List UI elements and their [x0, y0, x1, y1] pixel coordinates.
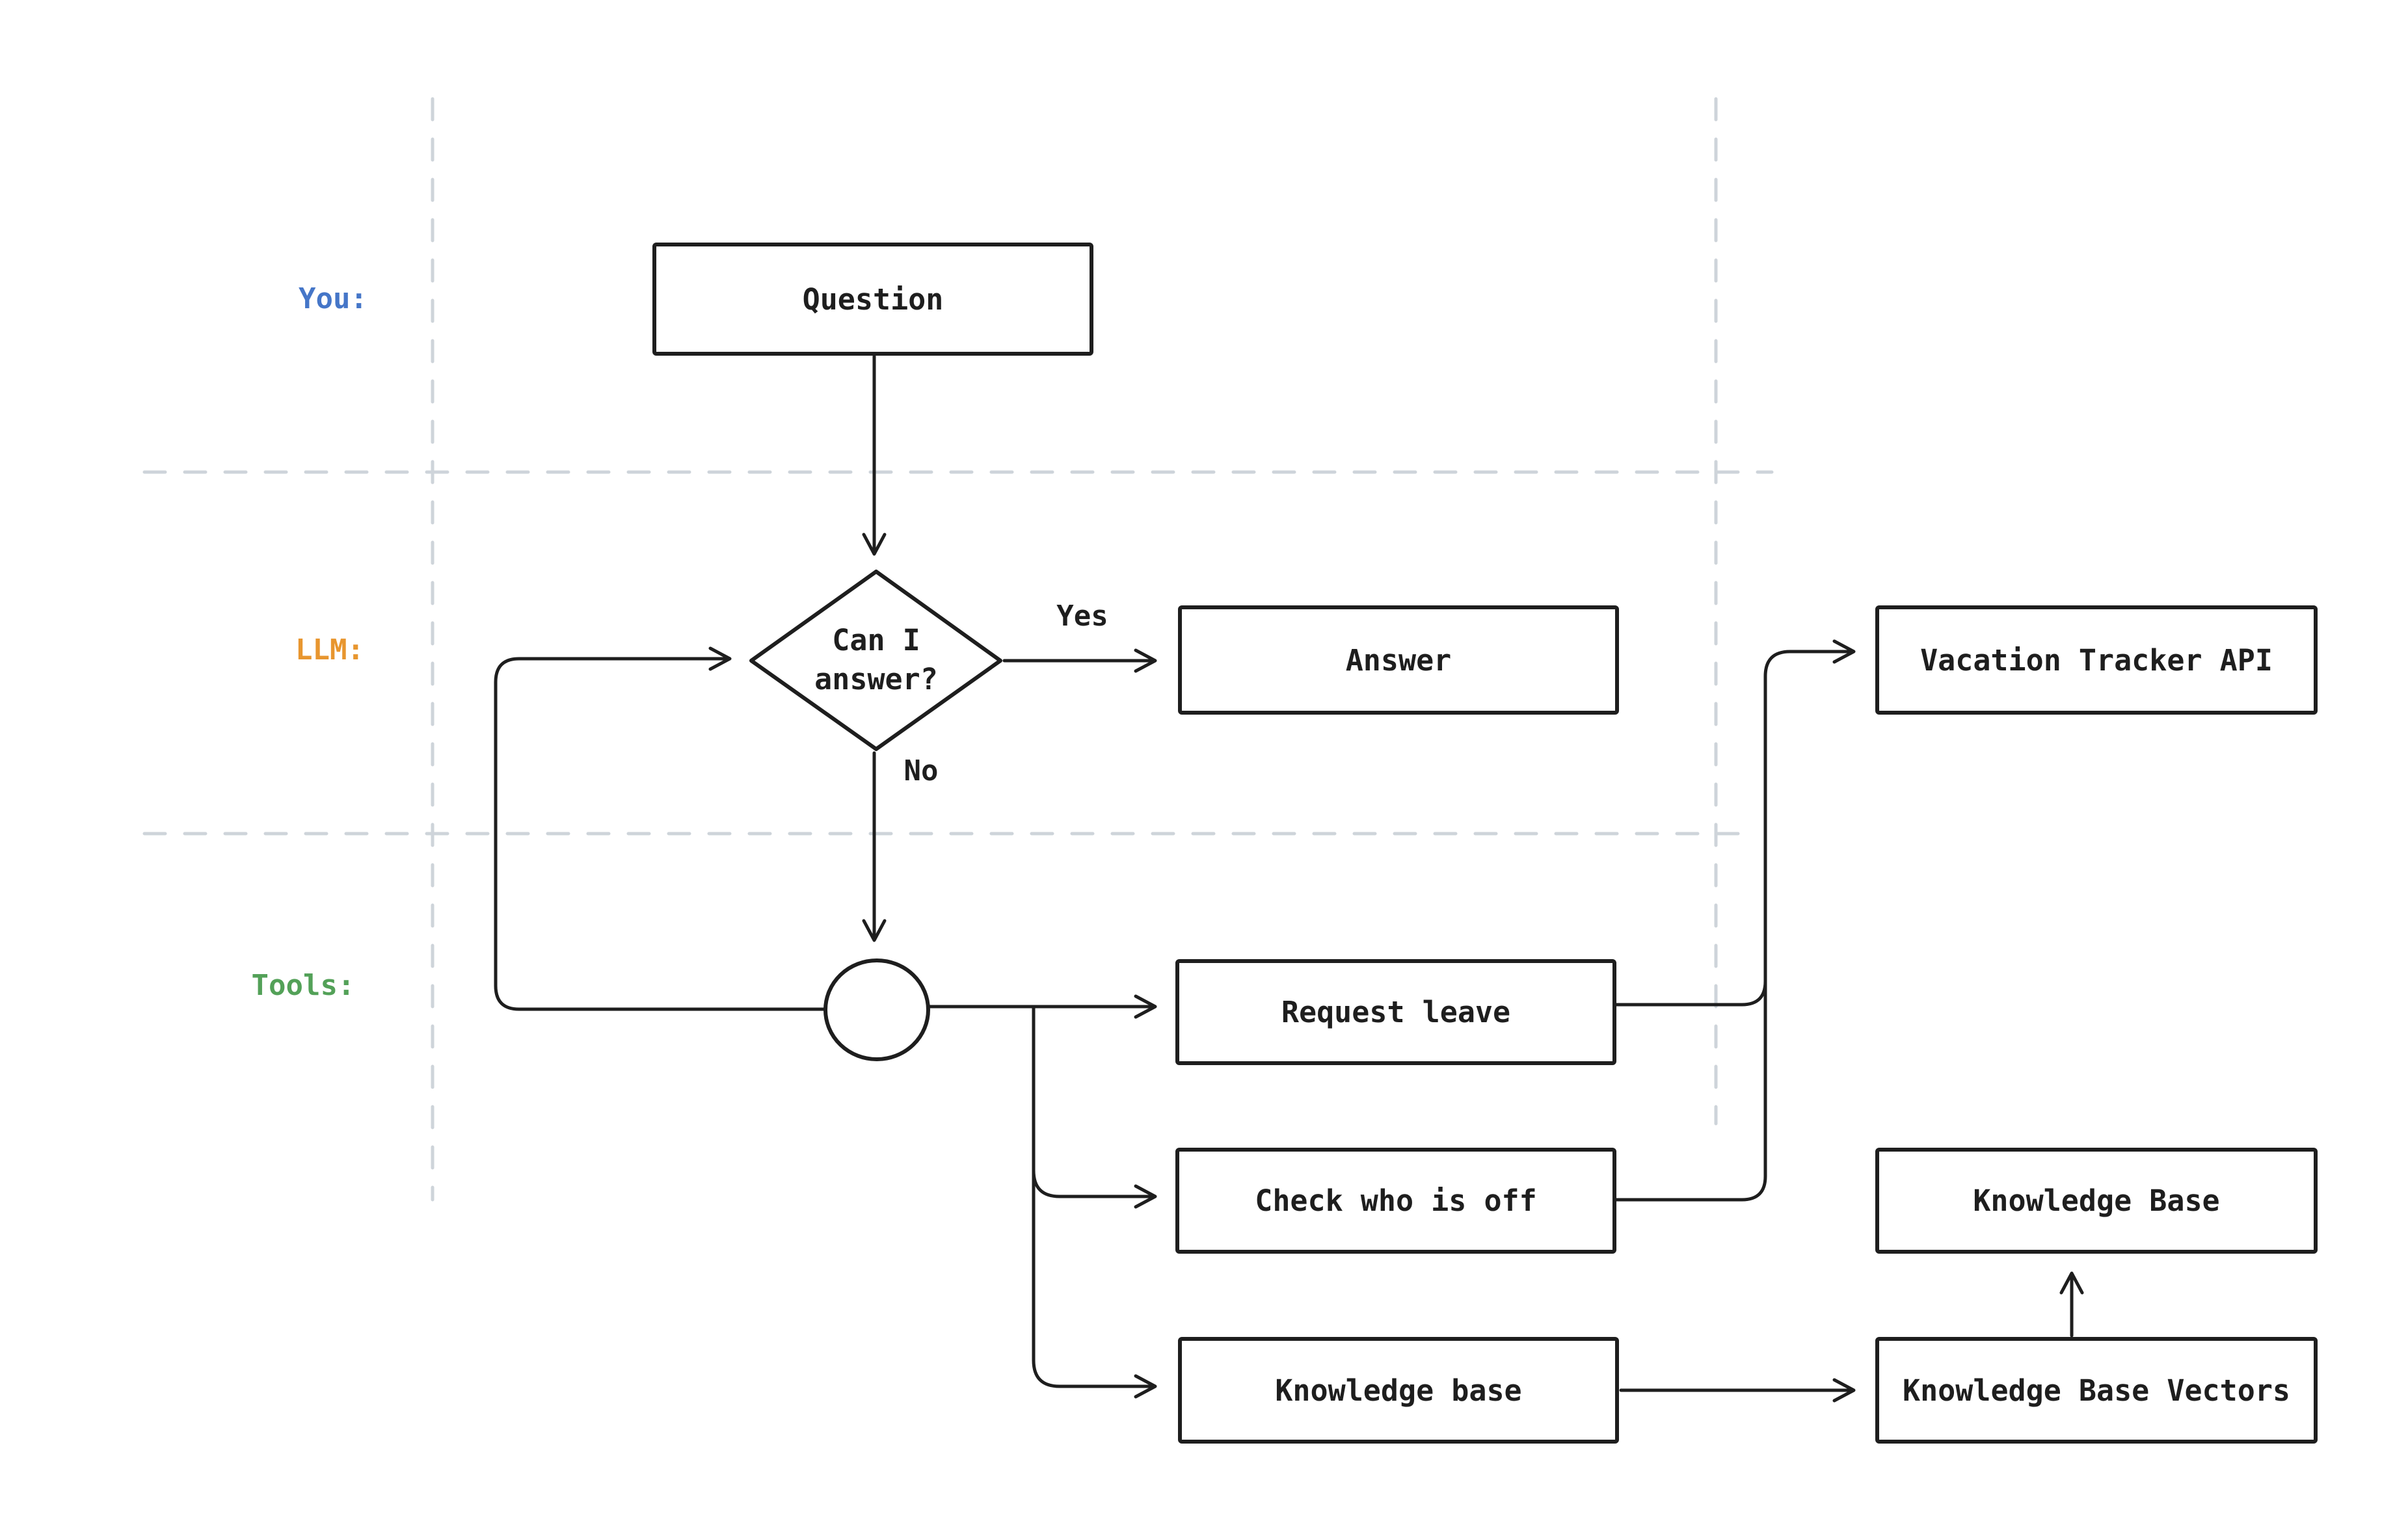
- edge-label-no: No: [904, 754, 939, 787]
- edge-branch-to-check-who: [1032, 1006, 1157, 1209]
- lane-label-you: You:: [299, 282, 368, 315]
- edge-request-leave-to-vacation-api: [1614, 639, 1856, 1007]
- question-node: Question: [652, 243, 1093, 356]
- lane-labels: You: LLM: Tools:: [252, 282, 368, 1002]
- decision-node: Can I answer?: [749, 570, 1002, 751]
- check-who-is-off-node: Check who is off: [1175, 1148, 1616, 1254]
- edge-branch-to-knowledge-base-tool: [1032, 1006, 1157, 1399]
- check-who-is-off-node-label: Check who is off: [1255, 1183, 1536, 1218]
- lane-dividers: [142, 97, 1774, 1202]
- edges: [494, 354, 2084, 1403]
- decision-node-label-line1: Can I: [832, 623, 920, 657]
- knowledge-base-vectors-node: Knowledge Base Vectors: [1875, 1337, 2318, 1444]
- knowledge-base-tool-node: Knowledge base: [1178, 1337, 1619, 1444]
- knowledge-base-vectors-node-label: Knowledge Base Vectors: [1903, 1373, 2290, 1408]
- knowledge-base-node: Knowledge Base: [1875, 1148, 2318, 1254]
- lane-label-tools: Tools:: [252, 969, 355, 1002]
- knowledge-base-tool-node-label: Knowledge base: [1275, 1373, 1521, 1408]
- edge-check-who-merge-up: [1614, 765, 1767, 1202]
- edge-label-yes: Yes: [1056, 600, 1108, 633]
- vacation-tracker-api-node: Vacation Tracker API: [1875, 605, 2318, 715]
- request-leave-node-label: Request leave: [1281, 995, 1510, 1029]
- lane-label-llm: LLM:: [295, 633, 364, 667]
- nodes: Question Can I answer? Answer Vacation T…: [652, 243, 2318, 1444]
- answer-node: Answer: [1178, 605, 1619, 715]
- answer-node-label: Answer: [1346, 643, 1452, 678]
- decision-node-label-line2: answer?: [814, 662, 938, 696]
- edge-junction-loop-to-decision: [494, 646, 827, 1011]
- request-leave-node: Request leave: [1175, 959, 1616, 1065]
- edge-labels: Yes No: [904, 600, 1108, 787]
- junction-circle: [823, 958, 930, 1061]
- vacation-tracker-api-node-label: Vacation Tracker API: [1920, 643, 2273, 678]
- knowledge-base-node-label: Knowledge Base: [1973, 1183, 2219, 1218]
- question-node-label: Question: [803, 282, 944, 317]
